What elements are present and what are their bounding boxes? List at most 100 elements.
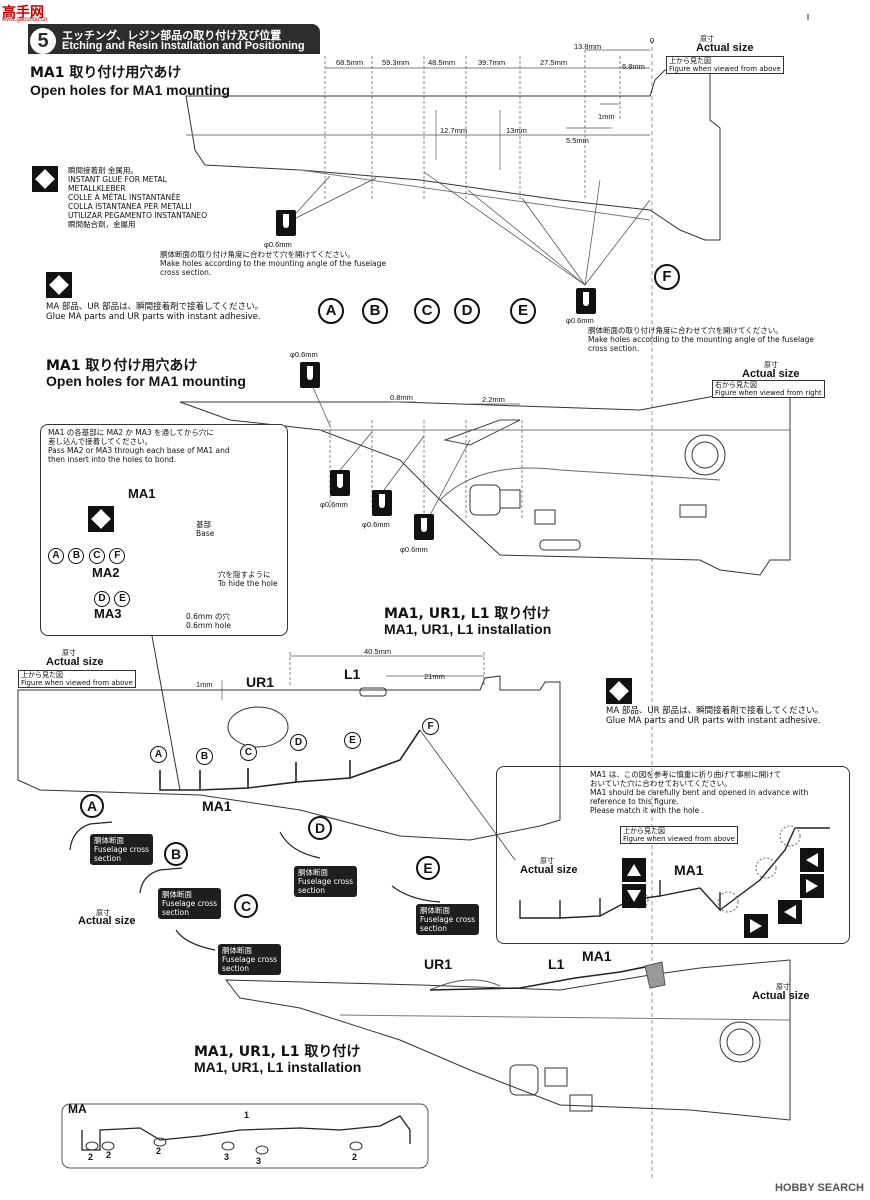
bend-note-en: MA1 should be carefully bent and opened … [590, 788, 809, 797]
cs-jp: 胴体断面 [222, 946, 252, 955]
angle-note: 胴体断面の取り付け角度に合わせて穴を開けてください。 Make holes ac… [160, 250, 386, 277]
fig2-view-label: 右から見た図 Figure when viewed from right [712, 380, 825, 398]
view-label-en: Figure when viewed from above [623, 835, 735, 843]
bend-note: MA1 は、この図を参考に慎重に折り曲げて事前に開けて おいていた穴に合わせてお… [590, 770, 808, 815]
inset-text-jp: 差し込んで接着してください。 [48, 437, 153, 446]
fig3-actual-jp: 原寸 [62, 649, 76, 657]
angle-note-jp: 胴体断面の取り付け角度に合わせて穴を開けてください。 [160, 250, 355, 259]
point-d-label: D [290, 734, 307, 751]
point-c-label: C [414, 298, 440, 324]
cs-en: section [420, 924, 448, 933]
fig4-ur1-label: UR1 [424, 956, 453, 972]
point-d-label: D [308, 816, 332, 840]
glue-instant-icon [606, 678, 632, 704]
point-a-label: A [318, 298, 344, 324]
bend-ma1-label: MA1 [674, 862, 704, 878]
point-e-label: E [416, 856, 440, 880]
view-label-en: Figure when viewed from above [669, 65, 781, 73]
point-b-label: B [196, 748, 213, 765]
view-label-en: Figure when viewed from above [21, 679, 133, 687]
hole-jp: 0.6mm の穴 [186, 612, 230, 621]
cs-actual-en: Actual size [78, 915, 136, 927]
inset-ma3-label: MA3 [94, 606, 122, 621]
base-jp: 基部 [196, 520, 211, 529]
fold-left-icon [800, 848, 824, 872]
fold-down-icon [622, 884, 646, 908]
cs-jp: 胴体断面 [162, 890, 192, 899]
point-a-label: A [48, 548, 64, 564]
drill-bit-icon [276, 210, 296, 236]
part-number: 2 [106, 1150, 112, 1160]
dim-40-5: 40.5mm [364, 647, 392, 656]
bend-note-en: reference to this figure. [590, 797, 679, 806]
drill-bit-icon [330, 470, 350, 496]
section4-heading-en: MA1, UR1, L1 installation [194, 1059, 362, 1075]
point-f-label: F [109, 548, 126, 564]
point-e-label: E [510, 298, 536, 324]
base-en: Base [196, 529, 215, 538]
hobby-search-logo: HOBBY SEARCH [774, 1182, 864, 1194]
step-number: 5 [30, 28, 56, 54]
adhesive-note-en: Glue MA parts and UR parts with instant … [46, 312, 261, 322]
ma1-label: MA1 [202, 798, 232, 814]
dim-6-8: 6.8mm [622, 62, 645, 71]
point-b-label: B [68, 548, 85, 564]
dim-12-7: 12.7mm [440, 126, 468, 135]
point-f-label: F [422, 718, 439, 735]
step-title-en: Etching and Resin Installation and Posit… [62, 40, 305, 52]
cs-en: Fuselage cross [222, 955, 278, 964]
glue-line: METALLKLEBER [68, 184, 126, 193]
angle-note-jp: 胴体断面の取り付け角度に合わせて穴を開けてください。 [588, 326, 783, 335]
section4-heading-jp: MA1, UR1, L1 取り付け [194, 1044, 361, 1060]
ma1-base-inset [40, 424, 288, 636]
point-c-label: C [240, 744, 257, 761]
dim-13-8: 13.8mm [574, 42, 602, 51]
cross-section-tag-c: 胴体断面 Fuselage cross section [218, 944, 282, 975]
point-b-label: B [362, 298, 388, 324]
cs-actual-jp: 原寸 [96, 909, 110, 917]
site-logo: 高手网 [2, 5, 44, 21]
view-label-jp: 上から見た図 [21, 671, 63, 679]
fig4-actual-en: Actual size [752, 990, 810, 1002]
bend-note-jp: おいていた穴に合わせておいてください。 [590, 779, 732, 788]
cross-section-tag-d: 胴体断面 Fuselage cross section [294, 866, 358, 897]
hide-en: To hide the hole [218, 579, 278, 588]
view-label-jp: 上から見た図 [669, 57, 711, 65]
hole-en: 0.6mm hole [186, 621, 231, 630]
dim-1: 1mm [598, 112, 615, 121]
part-number: 3 [224, 1152, 230, 1162]
fig2-actual-jp: 原寸 [764, 361, 778, 369]
inset-ma2-label: MA2 [92, 565, 120, 580]
point-b-label: B [164, 842, 188, 866]
point-d-label: D [454, 298, 480, 324]
adhesive-note-2: MA 部品、UR 部品は、瞬間接着剤で接着してください。 Glue MA par… [606, 706, 823, 726]
dim-27-5: 27.5mm [540, 58, 568, 67]
inset-hide-hole: 穴を隠すように To hide the hole [218, 570, 278, 588]
point-a-label: A [80, 794, 104, 818]
bend-view-label: 上から見た図 Figure when viewed from above [620, 826, 738, 844]
bend-actual-en: Actual size [520, 864, 578, 876]
cs-en: section [222, 964, 250, 973]
inset-hole-label: 0.6mm の穴 0.6mm hole [186, 612, 231, 630]
drill-bit-icon [576, 288, 596, 314]
step-header: 5 エッチング、レジン部品の取り付け及び位置 Etching and Resin… [28, 24, 320, 54]
angle-note-en: cross section. [160, 268, 212, 277]
drill-bit-icon [372, 490, 392, 516]
fig1-actual-jp: 原寸 [700, 35, 714, 43]
section1-heading-jp: MA1 取り付け用穴あけ [30, 65, 182, 81]
fold-right-icon [744, 914, 768, 938]
fig4-ma1-label: MA1 [582, 948, 612, 964]
section1-heading-en: Open holes for MA1 mounting [30, 82, 230, 98]
point-d-label: D [94, 591, 110, 607]
cross-section-tag-e: 胴体断面 Fuselage cross section [416, 904, 480, 935]
ma3-points: D E [94, 588, 131, 607]
ma1-bend-inset [496, 766, 850, 944]
section3-heading-en: MA1, UR1, L1 installation [384, 621, 552, 637]
glue-line: INSTANT GLUE FOR METAL [68, 175, 167, 184]
adhesive-note-en: Glue MA parts and UR parts with instant … [606, 716, 821, 726]
dim-5-5: 5.5mm [566, 136, 589, 145]
cross-section-tag-a: 胴体断面 Fuselage cross section [90, 834, 154, 865]
inset-text-jp: MA1 の各基部に MA2 か MA3 を通してから穴に [48, 428, 214, 437]
dim-21: 21mm [424, 672, 445, 681]
